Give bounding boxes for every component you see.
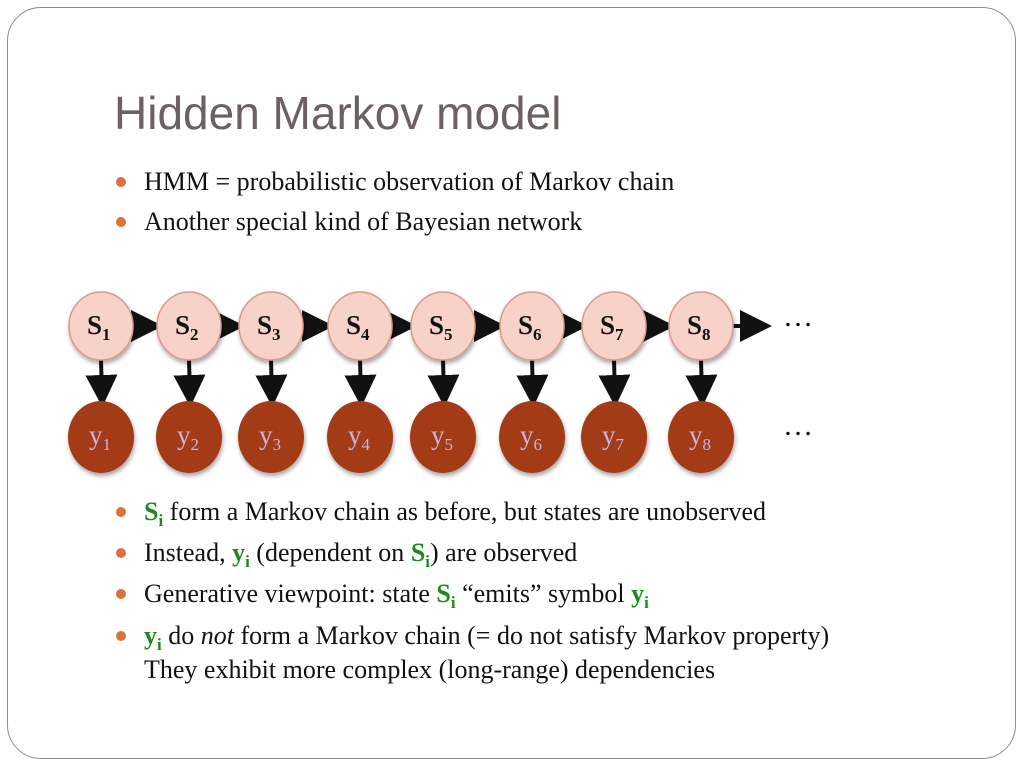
emission-arrow	[173, 359, 206, 407]
var-s: Si	[410, 538, 430, 572]
bullet-text: Another special kind of Bayesian network	[144, 207, 583, 236]
state-node: S4	[327, 291, 393, 361]
emission-arrow	[344, 359, 377, 407]
bullet-dot	[116, 548, 126, 558]
observation-node: y7	[581, 401, 647, 473]
state-node: S6	[499, 291, 565, 361]
state-node: S5	[410, 291, 476, 361]
observation-node: y6	[499, 401, 565, 473]
bullet-dot	[116, 589, 126, 599]
emission-arrow	[516, 359, 549, 407]
observation-node: y4	[327, 401, 393, 473]
emission-arrow	[685, 359, 718, 407]
bullet-dot	[116, 217, 126, 227]
observations-ellipsis: …	[783, 409, 813, 442]
slide-title: Hidden Markov model	[114, 87, 562, 139]
observation-node: y2	[156, 401, 222, 473]
bullet-dot	[116, 631, 126, 641]
bullet-dot	[116, 177, 126, 187]
bullet-text: yi do not form a Markov chain (= do not …	[144, 621, 830, 685]
state-node: S7	[581, 291, 647, 361]
var-s: Si	[436, 579, 456, 613]
observation-node: y8	[668, 401, 734, 473]
observation-node: y1	[68, 401, 134, 473]
bullet-continuation: They exhibit more complex (long-range) d…	[144, 655, 716, 685]
bullet-text: Si form a Markov chain as before, but st…	[144, 497, 767, 531]
emission-arrow	[598, 359, 631, 407]
observation-node: y5	[410, 401, 476, 473]
bullet-text: Generative viewpoint: state Si “emits” s…	[144, 579, 649, 613]
bullet-text: Instead, yi (dependent on Si) are observ…	[144, 538, 578, 572]
var-s: Si	[144, 497, 164, 531]
emission-arrow	[85, 359, 118, 407]
bullet-text: HMM = probabilistic observation of Marko…	[144, 167, 675, 196]
state-node: S3	[238, 291, 304, 361]
var-y: yi	[144, 621, 162, 655]
state-node: S1	[68, 291, 134, 361]
var-y: yi	[232, 538, 250, 572]
var-y: yi	[631, 579, 649, 613]
states-ellipsis: …	[783, 300, 813, 333]
state-node: S8	[668, 291, 734, 361]
state-node: S2	[156, 291, 222, 361]
observation-node: y3	[238, 401, 304, 473]
emission-arrow	[255, 359, 288, 407]
bullet-dot	[116, 507, 126, 517]
emission-arrow	[427, 359, 460, 407]
